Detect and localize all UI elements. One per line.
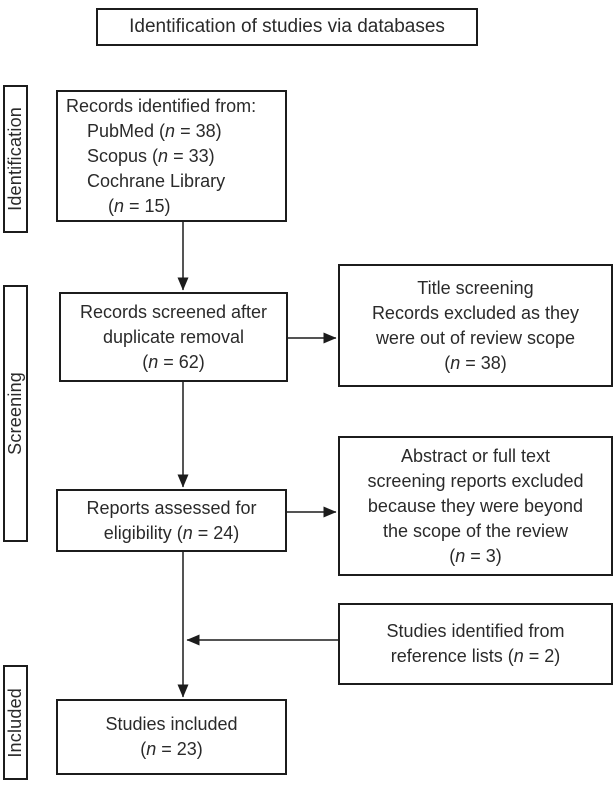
diagram-title: Identification of studies via databases	[129, 16, 445, 37]
box-text-line: Studies identified from	[340, 619, 611, 644]
text-segment: Records excluded as they	[371, 302, 580, 323]
n-count-italic: n	[165, 120, 176, 141]
text-segment: eligibility (	[103, 522, 183, 543]
box-text-line: eligibility (n = 24)	[58, 521, 285, 546]
text-segment: were out of review scope	[375, 327, 576, 348]
box-records-screened: Records screened after duplicate removal (…	[59, 292, 288, 382]
text-segment: = 62)	[158, 351, 205, 372]
n-count-italic: n	[146, 739, 157, 759]
text-segment: = 33)	[168, 145, 215, 166]
box-text-line: (n = 15)	[66, 194, 281, 219]
text-segment: (	[108, 195, 114, 216]
text-segment: Studies identified from	[386, 621, 565, 641]
box-text-line: reference lists (n = 2)	[340, 644, 611, 669]
box-text-line: (n = 62)	[61, 350, 286, 375]
diagram-title-box: Identification of studies via databases	[96, 8, 478, 46]
box-abstract-fulltext-excluded: Abstract or full text screening reports e…	[338, 436, 613, 576]
box-text-line: (n = 38)	[340, 351, 611, 376]
n-count-italic: n	[450, 352, 461, 373]
box-text-line: Cochrane Library	[66, 169, 281, 194]
box-text-line: duplicate removal	[61, 325, 286, 350]
text-segment: = 23)	[156, 739, 203, 759]
box-records-identified: Records identified from:PubMed (n = 38)S…	[56, 90, 287, 222]
stage-label-text: Screening	[5, 372, 25, 455]
box-text-line: PubMed (n = 38)	[66, 119, 281, 144]
n-count-italic: n	[455, 545, 466, 566]
text-segment: Cochrane Library	[87, 170, 226, 191]
box-text-line: the scope of the review	[340, 519, 611, 544]
stage-label-identification: Identification	[3, 85, 28, 233]
box-text-line: Title screening	[340, 276, 611, 301]
text-segment: PubMed (	[87, 120, 166, 141]
stage-label-included: Included	[3, 665, 28, 780]
text-segment: the scope of the review	[382, 520, 569, 541]
box-text-line: Scopus (n = 33)	[66, 144, 281, 169]
text-segment: = 15)	[124, 195, 171, 216]
text-segment: = 2)	[523, 646, 561, 666]
text-segment: Abstract or full text	[400, 445, 551, 466]
text-segment: Scopus (	[87, 145, 159, 166]
text-segment: (	[449, 545, 456, 566]
n-count-italic: n	[513, 646, 524, 666]
text-segment: Studies included	[105, 714, 238, 734]
box-text-line: Records screened after	[61, 300, 286, 325]
box-reference-lists: Studies identified from reference lists (…	[338, 603, 613, 685]
box-reports-assessed: Reports assessed for eligibility (n = 24)	[56, 489, 287, 552]
text-segment: because they were beyond	[367, 495, 584, 516]
text-segment: = 38)	[175, 120, 222, 141]
text-segment: (	[142, 351, 149, 372]
n-count-italic: n	[158, 145, 169, 166]
box-text-line: Records excluded as they	[340, 301, 611, 326]
box-text-line: Reports assessed for	[58, 496, 285, 521]
text-segment: = 3)	[465, 545, 502, 566]
box-studies-included: Studies included (n = 23)	[56, 699, 287, 775]
box-text-line: (n = 3)	[340, 544, 611, 569]
n-count-italic: n	[148, 351, 159, 372]
text-segment: duplicate removal	[102, 326, 245, 347]
text-segment: = 38)	[460, 352, 507, 373]
text-segment: (	[444, 352, 451, 373]
box-text-line: because they were beyond	[340, 494, 611, 519]
box-text-line: were out of review scope	[340, 326, 611, 351]
text-segment: Records identified from:	[66, 95, 257, 116]
text-segment: = 24)	[192, 522, 240, 543]
stage-label-text: Identification	[5, 107, 25, 211]
box-text-line: Records identified from:	[66, 94, 281, 119]
stage-label-screening: Screening	[3, 285, 28, 542]
text-segment: screening reports excluded	[367, 470, 584, 491]
text-segment: reference lists (	[390, 646, 514, 666]
text-segment: Records screened after	[79, 301, 268, 322]
box-text-line: (n = 23)	[58, 737, 285, 762]
text-segment: Reports assessed for	[86, 497, 257, 518]
n-count-italic: n	[182, 522, 193, 543]
box-text-line: Studies included	[58, 712, 285, 737]
stage-label-text: Included	[5, 687, 25, 758]
box-text-line: Abstract or full text	[340, 444, 611, 469]
text-segment: (	[140, 739, 147, 759]
n-count-italic: n	[114, 195, 125, 216]
text-segment: Title screening	[417, 277, 534, 298]
box-text-line: screening reports excluded	[340, 469, 611, 494]
